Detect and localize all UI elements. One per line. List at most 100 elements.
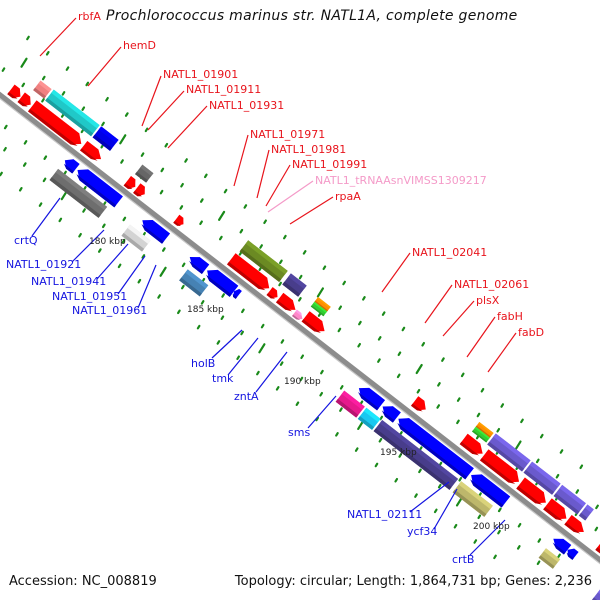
cog-box-crtB-a[interactable] (591, 589, 600, 600)
cog-box-NATL1_01991-b[interactable] (310, 301, 328, 317)
label-crtB[interactable]: crtB (452, 553, 474, 566)
label-NATL1_01911[interactable]: NATL1_01911 (186, 83, 261, 96)
cog-box-rbfA-2-shadow (45, 97, 94, 137)
cds-rev-sms[interactable] (467, 470, 511, 508)
ruler-tick (38, 202, 43, 207)
label-NATL1_01901[interactable]: NATL1_01901 (163, 68, 238, 81)
cds-rev-sms-shadow (470, 479, 504, 508)
label-NATL1_02061[interactable]: NATL1_02061 (454, 278, 529, 291)
cog-box-holB[interactable] (335, 390, 365, 418)
ruler-tick (100, 143, 105, 149)
cds-fwd-hemD-region[interactable] (28, 100, 86, 149)
label-zntA[interactable]: zntA (234, 390, 259, 403)
label-NATL1_01921[interactable]: NATL1_01921 (6, 258, 81, 271)
ruler-tick (238, 251, 243, 256)
ruler-tick (458, 476, 463, 482)
label-hemD[interactable]: hemD (123, 39, 156, 52)
ruler-tick (164, 142, 169, 148)
label-NATL1_01991[interactable]: NATL1_01991 (292, 158, 367, 171)
ruler-tick (398, 453, 403, 458)
cog-box-tmk-shadow (357, 416, 375, 430)
cog-box-rbfA-2-highlight (51, 89, 100, 129)
leader-line (87, 46, 122, 87)
cds-rev-NATL1_02111-highlight (558, 538, 572, 548)
cog-box-NATL1_02061-b[interactable] (472, 426, 490, 443)
label-fabD[interactable]: fabD (518, 326, 544, 339)
cds-fwd-c[interactable] (80, 140, 105, 164)
cog-box-fabH[interactable] (523, 461, 561, 495)
cds-rev-NATL1_01951[interactable] (203, 265, 239, 297)
label-sms[interactable]: sms (288, 426, 310, 439)
cds-fwd-fabD[interactable] (543, 498, 571, 524)
trna-NATL1_tRNAAsn-shadow (292, 314, 301, 321)
cog-box-NATL1_01981[interactable] (282, 273, 307, 297)
label-trna-asn[interactable]: NATL1_tRNAAsnVIMSS1309217 (315, 174, 487, 187)
ruler-tick (493, 554, 497, 560)
ruler-tick (555, 473, 560, 479)
cog-box-NATL1_02061-a[interactable] (475, 421, 494, 438)
cds-fwd-rpaA[interactable] (301, 311, 329, 336)
cog-box-plsX[interactable] (487, 433, 531, 472)
label-NATL1_02041[interactable]: NATL1_02041 (412, 246, 487, 259)
cog-box-NATL1_01921-shadow (121, 232, 145, 252)
cog-box-NATL1_02111[interactable] (538, 548, 561, 569)
cds-fwd-NATL1_01971-highlight (233, 253, 268, 284)
ruler-tick (258, 343, 266, 354)
cog-box-NATL1_01951[interactable] (179, 269, 209, 297)
ruler-tick (199, 198, 204, 203)
label-holB[interactable]: holB (191, 357, 215, 370)
cog-box-rbfA-2[interactable] (45, 89, 100, 137)
cds-fwd-NATL1_02061[interactable] (459, 433, 487, 459)
label-fabH[interactable]: fabH (497, 310, 523, 323)
cog-box-zntA[interactable] (373, 420, 459, 490)
label-NATL1_01951[interactable]: NATL1_01951 (52, 290, 127, 303)
cds-fwd-plsX[interactable] (479, 449, 523, 487)
cds-fwd-fabH[interactable] (516, 477, 550, 509)
cog-box-crtQ[interactable] (49, 168, 108, 218)
cds-rev-holB[interactable] (355, 383, 386, 411)
cds-rev-NATL1_01921[interactable] (138, 215, 171, 244)
label-NATL1_01981[interactable]: NATL1_01981 (271, 143, 346, 156)
cog-box-sms[interactable] (452, 481, 493, 517)
label-NATL1_01961[interactable]: NATL1_01961 (72, 304, 147, 317)
label-rpaA[interactable]: rpaA (335, 190, 361, 203)
label-rbfA[interactable]: rbfA (78, 10, 101, 23)
cog-box-fabD[interactable] (553, 484, 586, 515)
label-ycf34[interactable]: ycf34 (407, 525, 437, 538)
cds-rev-zntA[interactable] (394, 413, 474, 480)
ruler-tick (137, 278, 142, 284)
cog-box-rbfA[interactable] (33, 80, 52, 99)
cds-fwd-NATL1_01931-highlight (177, 214, 184, 222)
label-NATL1_01931[interactable]: NATL1_01931 (209, 99, 284, 112)
cds-rev-NATL1_01951-highlight (212, 269, 239, 289)
cog-box-NATL1_01991-a[interactable] (314, 297, 331, 312)
ruler-tick (338, 305, 343, 311)
label-NATL1_02111[interactable]: NATL1_02111 (347, 508, 422, 521)
cog-box-tmk[interactable] (357, 407, 381, 430)
cog-box-NATL1_01971[interactable] (239, 240, 288, 282)
cds-rev-NATL1_01951-shadow (206, 274, 232, 297)
ruler-tick (317, 312, 322, 317)
cog-box-fabD-2-highlight (584, 504, 594, 513)
feature-track-group (7, 80, 600, 600)
cds-rev-sms-highlight (476, 474, 511, 500)
label-NATL1_01941[interactable]: NATL1_01941 (31, 275, 106, 288)
leader-line (289, 196, 334, 225)
cog-box-NATL1_01901[interactable] (135, 164, 154, 183)
ruler-tick (43, 155, 48, 160)
cds-fwd-NATL1_01971[interactable] (227, 253, 274, 293)
label-plsX[interactable]: plsX (476, 294, 500, 307)
ruler-tick (217, 210, 226, 221)
cog-box-NATL1_01991-b-highlight (313, 301, 328, 313)
label-crtQ[interactable]: crtQ (14, 234, 38, 247)
cog-box-NATL1_01921[interactable] (121, 224, 151, 252)
cds-rev-crtQ[interactable] (73, 164, 123, 208)
label-tmk[interactable]: tmk (212, 372, 234, 385)
cog-box-hemD[interactable] (92, 126, 119, 151)
label-NATL1_01971[interactable]: NATL1_01971 (250, 128, 325, 141)
cog-box-NATL1_01951-highlight (185, 269, 209, 289)
ruler-tick (256, 370, 260, 376)
ruler-tick (278, 281, 282, 287)
ruler-tick (381, 311, 386, 316)
ruler-tick (397, 351, 402, 357)
